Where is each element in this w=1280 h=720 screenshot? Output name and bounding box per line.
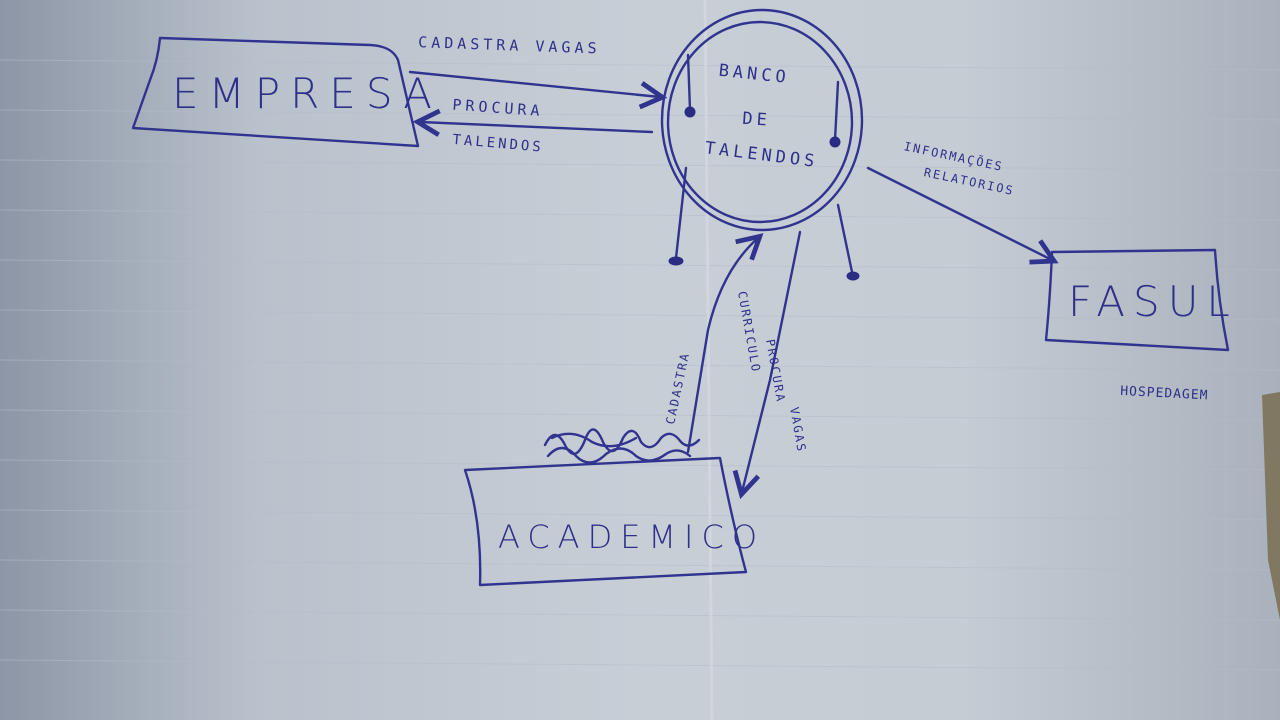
banco-label-line2: DE (742, 109, 772, 131)
arrow-informacoes-relatorios (866, 166, 1052, 260)
academico-label: ACADEMICO (498, 518, 765, 556)
edge-label-procura-2: TALENDOS (452, 132, 544, 156)
pin-icon (833, 80, 840, 142)
banco-label-line3: TALENDOS (704, 138, 819, 172)
arrow-cadastra-curriculo (686, 238, 758, 454)
leg-icon (674, 166, 688, 260)
edge-label-cadastra: CADASTRA (663, 351, 692, 426)
banco-outer-circle (660, 8, 864, 232)
academico-box (463, 456, 748, 587)
scribble-mark (543, 428, 701, 464)
leg-icon (836, 203, 854, 274)
edge-label-curriculo: CURRICULO (735, 290, 763, 374)
empresa-label: EMPRESA (172, 69, 442, 118)
edge-label-informacoes: INFORMAÇÕES (903, 138, 1005, 174)
edge-label-procura-1: PROCURA (452, 96, 544, 120)
paper-fold (703, 0, 714, 720)
edge-label-procura-vagas-2: VAGAS (787, 406, 809, 454)
annotation-hospedagem: HOSPEDAGEM (1120, 384, 1209, 404)
fasul-box (1044, 248, 1230, 352)
leg-foot-icon (668, 256, 684, 266)
leg-foot-icon (846, 271, 860, 281)
desk-edge (1262, 392, 1280, 620)
pin-icon (686, 53, 692, 112)
arrow-cadastra-vagas (408, 70, 660, 97)
banco-de-talentos-node: BANCO DE TALENDOS (660, 8, 864, 281)
ruled-lines (0, 59, 1280, 671)
banco-label-line1: BANCO (718, 61, 791, 88)
banco-inner-circle (666, 20, 854, 224)
arrow-procura-vagas (742, 230, 802, 492)
pin-icon (684, 106, 696, 118)
edge-label-cadastra-vagas: CADASTRA VAGAS (418, 33, 601, 57)
fasul-label: FASUL (1068, 277, 1238, 326)
arrow-procura-talentos (420, 122, 654, 132)
pin-icon (829, 136, 841, 148)
empresa-box (131, 36, 420, 148)
